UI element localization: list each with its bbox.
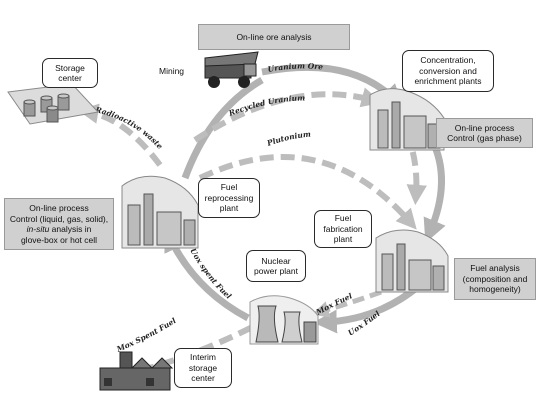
conversion-line-3: enrichment plants bbox=[414, 76, 482, 87]
fuel-analysis-line-1: Fuel analysis bbox=[470, 263, 520, 274]
nuclear-line-2: power plant bbox=[254, 266, 298, 276]
online-left-line-4: glove-box or hot cell bbox=[20, 234, 98, 245]
online-gas-line-2: Control (gas phase) bbox=[447, 133, 522, 143]
flow-label-uranium-ore: Uranium Ore bbox=[267, 61, 324, 74]
fuel-fabrication-line-1: Fuel bbox=[334, 213, 352, 224]
conversion-line-1: Concentration, bbox=[420, 55, 476, 66]
fuel-fabrication-box: Fuel fabrication plant bbox=[314, 210, 372, 248]
flow-label-mox-fuel: Mox Fuel bbox=[314, 291, 354, 317]
online-left-line-1: On-line process bbox=[29, 203, 89, 213]
nuclear-power-plant-icon bbox=[249, 295, 319, 345]
reprocessing-plant-icon bbox=[121, 175, 199, 249]
fuel-analysis-line-2: (composition and bbox=[462, 273, 528, 284]
in-situ-text: in-situ bbox=[26, 224, 50, 234]
interim-storage-box: Interim storage center bbox=[174, 348, 232, 388]
fuel-fabrication-line-3: plant bbox=[333, 234, 353, 245]
nuclear-power-plant-box: Nuclear power plant bbox=[246, 250, 306, 282]
conversion-plant-icon bbox=[369, 88, 445, 151]
reprocessing-to-ore-arc bbox=[181, 76, 264, 180]
interim-storage-icon bbox=[99, 351, 174, 391]
online-left-line-2: Control (liquid, gas, solid), bbox=[9, 213, 109, 224]
online-ore-analysis-label: On-line ore analysis bbox=[236, 31, 312, 42]
storage-center-box: Storage center bbox=[42, 58, 98, 88]
flow-label-plutonium: Plutonium bbox=[265, 130, 311, 149]
interim-line-2: storage bbox=[188, 362, 218, 373]
flow-label-radioactive-waste: Radioactive waste bbox=[94, 105, 165, 151]
interim-line-3: center bbox=[191, 373, 215, 384]
online-gas-phase-box: On-line process Control (gas phase) bbox=[436, 118, 533, 148]
mining-truck-icon bbox=[204, 51, 259, 88]
reactor-to-reprocessing-arrow bbox=[164, 227, 250, 322]
online-left-line-3: in-situ analysis in bbox=[27, 224, 92, 235]
fuel-analysis-box: Fuel analysis (composition and homogenei… bbox=[454, 258, 536, 300]
radioactive-waste-arrow bbox=[77, 103, 163, 167]
online-ore-analysis-box: On-line ore analysis bbox=[198, 24, 350, 50]
flow-label-mox-spent-fuel: Mox Spent Fuel bbox=[114, 316, 177, 354]
storage-center-line-2: center bbox=[58, 73, 82, 83]
recycled-uranium-arrow bbox=[193, 87, 382, 143]
conversion-line-2: conversion and bbox=[419, 65, 477, 76]
fuel-analysis-line-3: homogeneity) bbox=[469, 284, 521, 295]
fuel-fabrication-line-2: fabrication bbox=[323, 223, 363, 234]
online-gas-line-1: On-line process bbox=[454, 122, 515, 133]
fuel-reprocessing-line-2: reprocessing bbox=[204, 192, 254, 203]
analysis-in-text: analysis in bbox=[49, 224, 92, 234]
mining-label: Mining bbox=[159, 66, 185, 76]
nuclear-line-1: Nuclear bbox=[261, 255, 291, 266]
online-process-left-box: On-line process Control (liquid, gas, so… bbox=[4, 198, 114, 250]
fuel-reprocessing-line-3: plant bbox=[219, 203, 239, 214]
interim-line-1: Interim bbox=[190, 352, 216, 363]
fuel-reprocessing-box: Fuel reprocessing plant bbox=[198, 178, 260, 218]
conversion-enrichment-box: Concentration, conversion and enrichment… bbox=[402, 50, 494, 92]
storage-center-line-1: Storage bbox=[55, 62, 85, 73]
conversion-to-fabrication-arrow bbox=[423, 138, 446, 243]
fabrication-plant-icon bbox=[375, 229, 449, 293]
fuel-reprocessing-line-1: Fuel bbox=[220, 182, 238, 193]
plutonium-arrow bbox=[198, 154, 417, 230]
storage-drums-icon bbox=[7, 83, 99, 125]
